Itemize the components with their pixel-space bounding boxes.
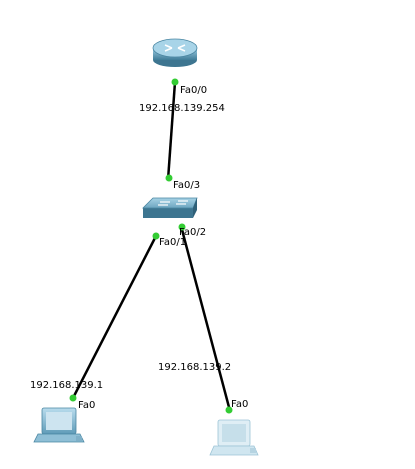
- port-dot-router-fa0-0: [171, 78, 179, 86]
- link-switch-pc-left[interactable]: [71, 235, 158, 399]
- pc-left-icon[interactable]: [33, 407, 85, 443]
- port-dot-switch-fa0-3: [165, 174, 173, 182]
- port-dot-switch-fa0-1: [152, 232, 160, 240]
- pc-left-port-label: Fa0: [78, 400, 95, 411]
- switch-icon[interactable]: [142, 197, 198, 218]
- port-dot-switch-fa0-2: [178, 223, 186, 231]
- switch-port-fa0-3-label: Fa0/3: [173, 180, 200, 191]
- router-port-label: Fa0/0: [180, 85, 207, 96]
- switch-port-fa0-1-label: Fa0/1: [159, 237, 186, 248]
- link-router-switch[interactable]: [166, 81, 177, 181]
- pc-left-ip-label: 192.168.139.1: [30, 380, 103, 391]
- router-icon[interactable]: [152, 38, 198, 67]
- link-switch-pc-right[interactable]: [179, 225, 232, 412]
- port-dot-pc-left-fa0: [69, 394, 77, 402]
- pc-right-icon[interactable]: [209, 419, 259, 456]
- switch-port-fa0-2-label: Fa0/2: [179, 227, 206, 238]
- pc-right-ip-label: 192.168.139.2: [158, 362, 231, 373]
- pc-right-port-label: Fa0: [231, 399, 248, 410]
- port-dot-pc-right-fa0: [225, 406, 233, 414]
- router-ip-label: 192.168.139.254: [139, 103, 225, 114]
